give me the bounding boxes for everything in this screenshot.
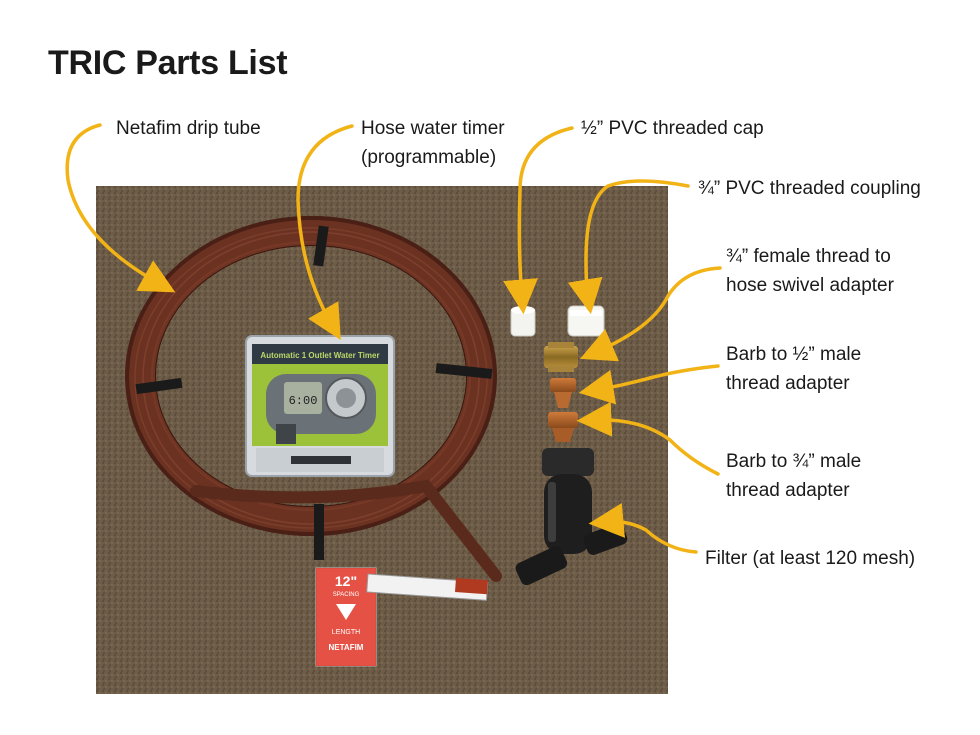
pvc-cap: [510, 306, 536, 337]
label-timer: Hose water timer (programmable): [361, 114, 505, 172]
label-swivel-line1: ¾” female thread to: [726, 246, 891, 267]
label-coupling: ¾” PVC threaded coupling: [698, 178, 921, 199]
label-barb-half-line2: thread adapter: [726, 373, 850, 394]
label-timer-line1: Hose water timer: [361, 118, 505, 139]
tag-spacing: SPACING: [333, 592, 360, 598]
box-title: Automatic 1 Outlet Water Timer: [260, 351, 379, 360]
length-tag: 12" SPACING LENGTH NETAFIM: [315, 567, 489, 667]
label-drip-tube: Netafim drip tube: [116, 118, 261, 139]
label-swivel-line2: hose swivel adapter: [726, 275, 894, 296]
label-barb-threequarter-line2: thread adapter: [726, 480, 850, 501]
tag-brand: NETAFIM: [329, 643, 364, 652]
label-timer-line2: (programmable): [361, 147, 497, 168]
label-swivel: ¾” female thread to hose swivel adapter: [726, 242, 894, 300]
label-cap: ½” PVC threaded cap: [581, 118, 764, 139]
tag-length: LENGTH: [332, 629, 360, 636]
label-barb-half: Barb to ½” male thread adapter: [726, 340, 861, 398]
label-barb-half-line1: Barb to ½” male: [726, 344, 862, 365]
tag-size: 12": [335, 573, 357, 589]
page-title: TRIC Parts List: [48, 44, 288, 82]
water-timer-package: Automatic 1 Outlet Water Timer 6:00: [245, 335, 395, 477]
label-barb-threequarter: Barb to ¾” male thread adapter: [726, 447, 861, 505]
barb-threequarter-adapter: [548, 412, 578, 442]
timer-display: 6:00: [289, 394, 318, 408]
brass-swivel-adapter: [544, 342, 578, 372]
barb-half-adapter: [550, 378, 576, 408]
pvc-coupling: [567, 305, 605, 337]
label-barb-threequarter-line1: Barb to ¾” male: [726, 451, 862, 472]
label-filter: Filter (at least 120 mesh): [705, 548, 916, 569]
parts-photo: Automatic 1 Outlet Water Timer 6:00 12" …: [96, 186, 668, 694]
